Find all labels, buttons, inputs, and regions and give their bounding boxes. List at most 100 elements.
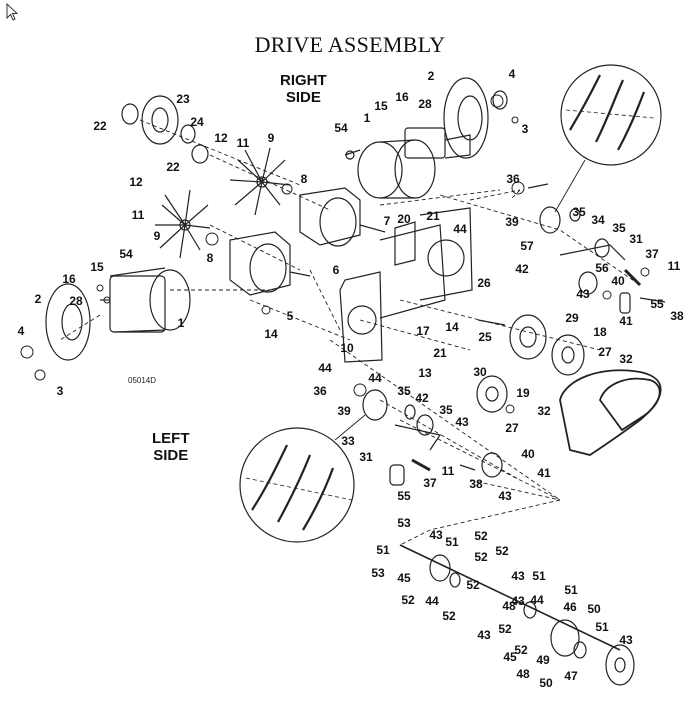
part-number-label: 34 xyxy=(591,213,605,227)
part-number-label: 13 xyxy=(418,366,432,380)
part-number-label: 40 xyxy=(521,447,535,461)
part-number-label: 38 xyxy=(469,477,483,491)
drive-pulleys xyxy=(476,314,585,413)
part-number-label: 50 xyxy=(539,676,553,690)
part-number-label: 1 xyxy=(177,316,185,330)
part-number-label: 51 xyxy=(564,583,578,597)
part-number-label: 6 xyxy=(332,263,340,277)
part-number-label: 43 xyxy=(455,415,469,429)
part-number-label: 12 xyxy=(214,131,228,145)
part-number-label: 41 xyxy=(619,314,633,328)
part-number-label: 54 xyxy=(334,121,348,135)
part-number-label: 52 xyxy=(466,578,480,592)
part-number-label: 45 xyxy=(397,571,411,585)
belt-detail-callout-left xyxy=(239,414,366,543)
part-number-label: 22 xyxy=(93,119,107,133)
part-number-label: 1 xyxy=(363,111,371,125)
part-number-label: 9 xyxy=(267,131,275,145)
part-number-label: 17 xyxy=(416,324,430,338)
right-fan xyxy=(229,147,291,216)
part-number-label: 27 xyxy=(598,345,612,359)
part-number-label: 43 xyxy=(429,528,443,542)
part-number-label: 11 xyxy=(131,208,145,222)
left-side-heading-line1: LEFT xyxy=(152,430,190,447)
part-number-label: 33 xyxy=(341,434,355,448)
part-number-label: 10 xyxy=(340,341,354,355)
part-number-label: 35 xyxy=(612,221,626,235)
part-number-label: 43 xyxy=(498,489,512,503)
right-side-heading-line1: RIGHT xyxy=(280,72,327,89)
part-number-label: 46 xyxy=(563,600,577,614)
part-number-label: 2 xyxy=(427,69,435,83)
part-number-label: 52 xyxy=(442,609,456,623)
part-number-label: 23 xyxy=(176,92,190,106)
part-number-label: 37 xyxy=(645,247,659,261)
part-number-label: 43 xyxy=(511,569,525,583)
part-number-label: 11 xyxy=(236,136,250,150)
part-number-label: 28 xyxy=(69,294,83,308)
part-number-label: 52 xyxy=(495,544,509,558)
right-idler-assembly xyxy=(527,183,666,314)
left-side-heading: LEFT SIDE xyxy=(152,430,190,464)
part-number-label: 48 xyxy=(516,667,530,681)
part-number-label: 37 xyxy=(423,476,437,490)
part-number-label: 28 xyxy=(418,97,432,111)
part-number-label: 11 xyxy=(667,259,681,273)
part-number-label: 55 xyxy=(650,297,664,311)
assembly-leader-lines xyxy=(59,119,641,651)
part-number-label: 4 xyxy=(508,67,516,81)
part-number-label: 14 xyxy=(445,320,459,334)
part-number-label: 22 xyxy=(166,160,180,174)
part-number-label: 35 xyxy=(397,384,411,398)
upper-bearing-parts xyxy=(121,95,209,164)
part-number-label: 16 xyxy=(395,90,409,104)
part-number-label: 43 xyxy=(477,628,491,642)
part-number-label: 44 xyxy=(453,222,467,236)
part-number-label: 35 xyxy=(572,205,586,219)
left-drive-pulley-disc xyxy=(45,283,91,361)
part-number-label: 45 xyxy=(503,650,517,664)
part-number-label: 15 xyxy=(374,99,388,113)
part-number-label: 9 xyxy=(153,229,161,243)
part-number-label: 36 xyxy=(506,172,520,186)
part-number-label: 55 xyxy=(397,489,411,503)
part-number-label: 52 xyxy=(401,593,415,607)
part-number-label: 53 xyxy=(397,516,411,530)
part-number-label: 35 xyxy=(439,403,453,417)
part-number-label: 26 xyxy=(477,276,491,290)
right-side-heading-line2: SIDE xyxy=(285,89,321,106)
part-number-label: 7 xyxy=(383,214,391,228)
fastener-details xyxy=(20,94,650,414)
part-number-label: 42 xyxy=(415,391,429,405)
mounting-plate-assembly xyxy=(339,207,473,363)
part-number-label: 38 xyxy=(670,309,684,323)
page-title: DRIVE ASSEMBLY xyxy=(254,32,446,57)
right-side-heading: RIGHT SIDE xyxy=(280,72,327,106)
part-number-label: 21 xyxy=(433,346,447,360)
part-number-label: 41 xyxy=(537,466,551,480)
part-number-label: 12 xyxy=(129,175,143,189)
left-fan xyxy=(155,189,211,259)
part-number-label: 27 xyxy=(505,421,519,435)
part-number-label: 11 xyxy=(441,464,455,478)
part-number-label: 36 xyxy=(313,384,327,398)
right-hydraulic-motor xyxy=(344,127,471,199)
part-number-label: 39 xyxy=(505,215,519,229)
part-number-label: 39 xyxy=(337,404,351,418)
part-number-label: 31 xyxy=(629,232,643,246)
part-number-label: 21 xyxy=(426,209,440,223)
part-number-label: 52 xyxy=(474,550,488,564)
part-number-label: 24 xyxy=(190,115,204,129)
part-number-label: 32 xyxy=(619,352,633,366)
part-number-label: 19 xyxy=(516,386,530,400)
part-number-label: 51 xyxy=(595,620,609,634)
right-pump-body xyxy=(299,187,386,247)
part-number-label: 51 xyxy=(445,535,459,549)
part-number-label: 44 xyxy=(368,371,382,385)
part-number-label: 43 xyxy=(576,287,590,301)
part-number-label: 51 xyxy=(532,569,546,583)
part-number-label: 3 xyxy=(56,384,64,398)
part-number-label: 56 xyxy=(595,261,609,275)
left-side-heading-line2: SIDE xyxy=(153,447,189,464)
